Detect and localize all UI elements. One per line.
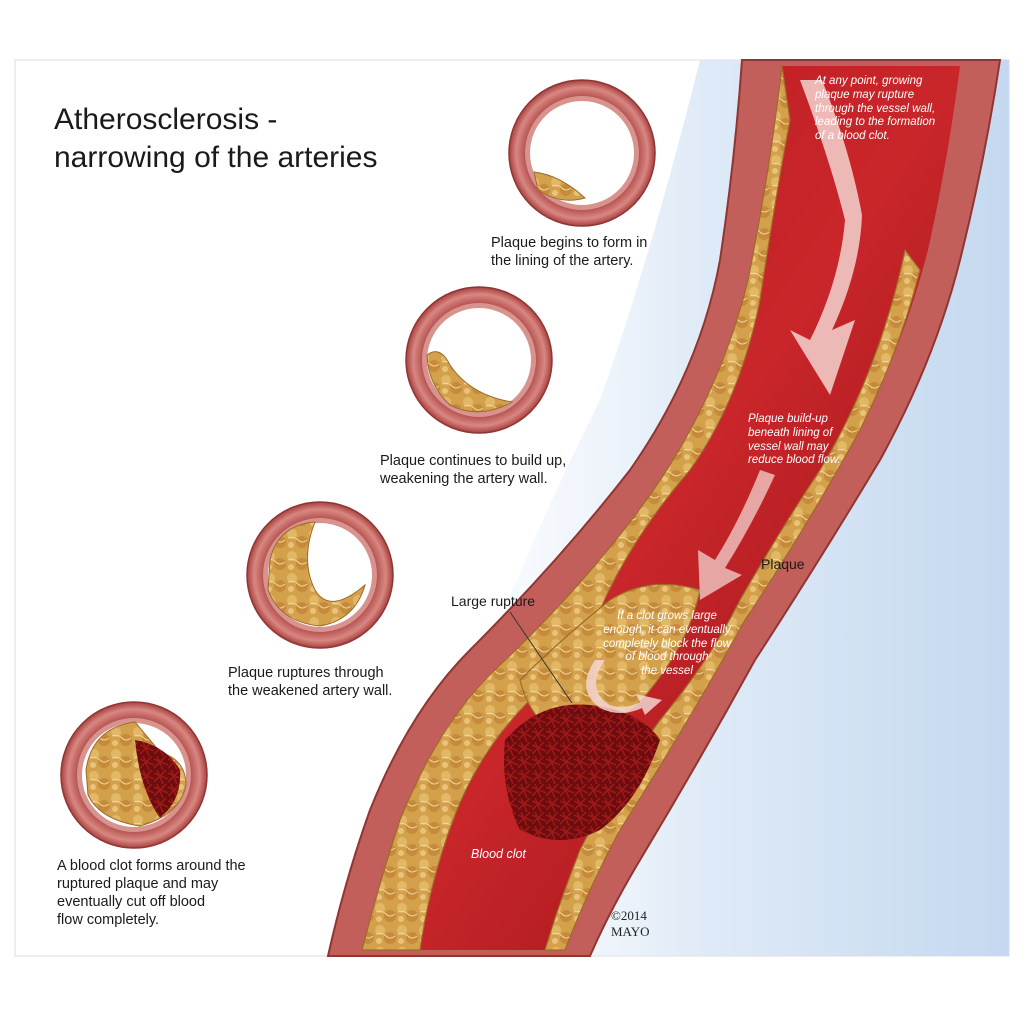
- plaque-left-wall: [361, 65, 791, 951]
- caption-line: ruptured plaque and may: [57, 876, 219, 893]
- caption-line: the lining of the artery.: [491, 253, 634, 270]
- caption-line: weakening the artery wall.: [380, 471, 548, 488]
- buildup-note: Plaque build-up beneath lining of vessel…: [748, 413, 841, 468]
- note-line: Plaque build-up: [748, 413, 828, 425]
- stage4-caption: A blood clot forms around the ruptured p…: [57, 857, 246, 930]
- flow-arrow-curl: [586, 660, 662, 715]
- artery-lumen: [362, 66, 960, 950]
- note-line: of a blood clot.: [815, 130, 890, 143]
- cross-section-stage4: [60, 701, 208, 849]
- copyright-notice: ©2014 MAYO: [611, 908, 650, 940]
- rupture-note: At any point, growing plaque may rupture…: [815, 75, 935, 144]
- title-line2: narrowing of the arteries: [54, 141, 378, 174]
- flow-arrow-upper: [790, 80, 862, 395]
- note-line: vessel wall may: [748, 440, 829, 453]
- note-line: through the vessel wall,: [815, 102, 936, 115]
- blood-clot: [504, 704, 660, 840]
- caption-line: A blood clot forms around the: [57, 858, 246, 874]
- note-line: If a clot grows large: [617, 610, 717, 622]
- note-line: the vessel: [641, 665, 693, 678]
- caption-line: Plaque ruptures through: [228, 665, 384, 681]
- note-line: beneath lining of: [748, 426, 833, 439]
- note-line: reduce blood flow.: [748, 454, 841, 467]
- note-line: leading to the formation: [815, 116, 936, 129]
- large-rupture-pointer: [509, 611, 573, 704]
- caption-line: Plaque begins to form in: [491, 235, 648, 251]
- caption-line: flow completely.: [57, 912, 160, 929]
- clot-note: If a clot grows large enough, it can eve…: [587, 610, 747, 679]
- blood-clot-label: Blood clot: [471, 847, 526, 861]
- note-line: of blood through: [625, 651, 709, 664]
- diagram-title: Atherosclerosis - narrowing of the arter…: [54, 101, 474, 177]
- stage1-caption: Plaque begins to form in the lining of t…: [491, 234, 647, 270]
- caption-line: the weakened artery wall.: [228, 683, 393, 700]
- copyright-owner: MAYO: [611, 924, 650, 939]
- flow-arrow-lower: [698, 470, 775, 600]
- note-line: completely block the flow: [603, 637, 731, 650]
- plaque-label: Plaque: [761, 556, 805, 572]
- cross-section-stage3: [246, 501, 394, 649]
- cross-section-stage1: [508, 79, 656, 227]
- title-line1: Atherosclerosis -: [54, 103, 278, 136]
- caption-line: eventually cut off blood: [57, 894, 206, 911]
- stage3-caption: Plaque ruptures through the weakened art…: [228, 664, 392, 700]
- copyright-year: ©2014: [611, 908, 647, 923]
- caption-line: Plaque continues to build up,: [380, 453, 567, 469]
- note-line: enough, it can eventually: [603, 623, 731, 636]
- note-line: At any point, growing: [815, 75, 923, 87]
- large-rupture-label: Large rupture: [451, 593, 536, 609]
- stage2-caption: Plaque continues to build up, weakening …: [380, 452, 566, 488]
- note-line: plaque may rupture: [815, 88, 915, 101]
- cross-section-stage2: [405, 286, 553, 434]
